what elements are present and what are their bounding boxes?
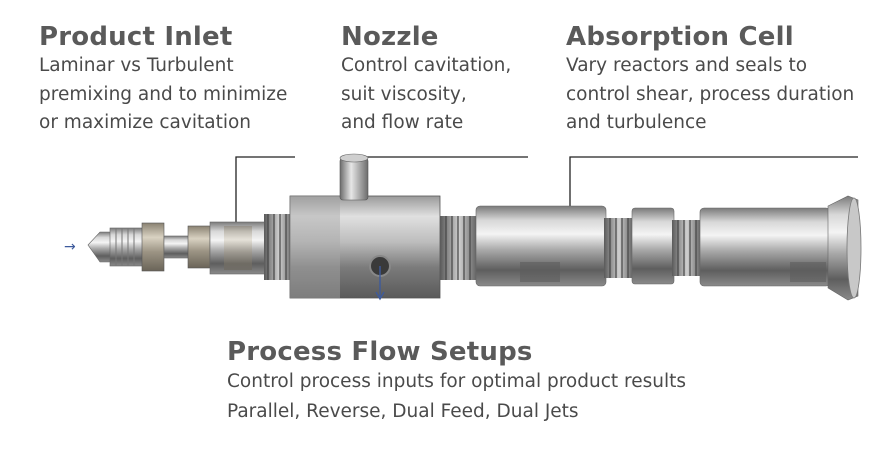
absorption-cell-line: Vary reactors and seals to — [566, 52, 854, 81]
nozzle-line: suit viscosity, — [341, 81, 511, 110]
absorption-cell-label: Absorption Cell Vary reactors and seals … — [566, 22, 854, 138]
absorption-cell-description: Vary reactors and seals to control shear… — [566, 52, 854, 138]
absorption-cell-title: Absorption Cell — [566, 22, 854, 52]
process-flow-description: Control process inputs for optimal produ… — [227, 367, 686, 427]
product-inlet-description: Laminar vs Turbulent premixing and to mi… — [39, 52, 287, 138]
process-flow-line: Parallel, Reverse, Dual Feed, Dual Jets — [227, 397, 686, 427]
product-inlet-line: premixing and to minimize — [39, 81, 287, 110]
nozzle-title: Nozzle — [341, 22, 511, 52]
inlet-arrow-icon: → — [64, 239, 76, 255]
nozzle-line: Control cavitation, — [341, 52, 511, 81]
process-flow-label: Process Flow Setups Control process inpu… — [227, 337, 686, 427]
product-inlet-title: Product Inlet — [39, 22, 287, 52]
absorption-cell — [440, 196, 861, 300]
nozzle-line: and flow rate — [341, 109, 511, 138]
process-flow-title: Process Flow Setups — [227, 337, 686, 367]
inlet-fitting — [88, 214, 294, 280]
product-inlet-line: or maximize cavitation — [39, 109, 287, 138]
nozzle-description: Control cavitation, suit viscosity, and … — [341, 52, 511, 138]
absorption-cell-line: control shear, process duration — [566, 81, 854, 110]
nozzle-block — [290, 154, 440, 299]
absorption-cell-line: and turbulence — [566, 109, 854, 138]
product-inlet-line: Laminar vs Turbulent — [39, 52, 287, 81]
process-flow-line: Control process inputs for optimal produ… — [227, 367, 686, 397]
nozzle-label: Nozzle Control cavitation, suit viscosit… — [341, 22, 511, 138]
product-inlet-label: Product Inlet Laminar vs Turbulent premi… — [39, 22, 287, 138]
